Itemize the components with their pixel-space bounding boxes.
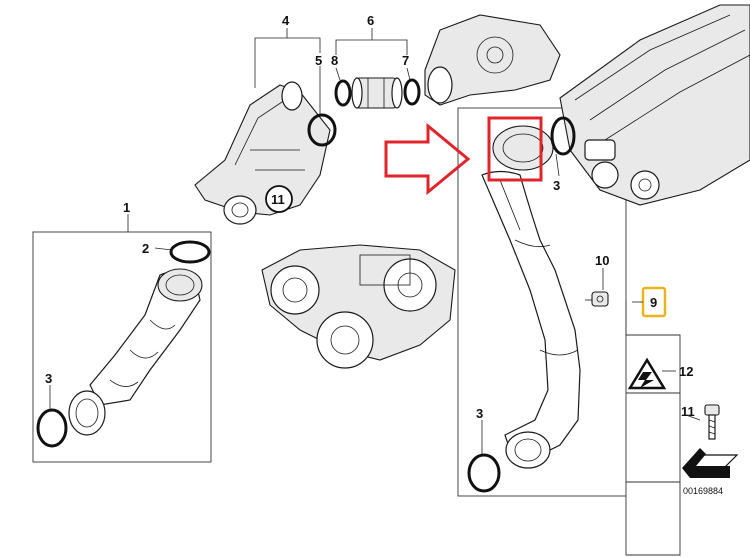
- callout-6: 6: [367, 13, 374, 28]
- frame-group-9: [625, 300, 681, 556]
- coupling-part-6: [351, 77, 403, 109]
- callout-9: 9: [650, 295, 657, 310]
- engine-block: [559, 4, 750, 206]
- highlight-box-red: [487, 116, 543, 182]
- turbo-outlet-top: [424, 14, 561, 106]
- callout-3-top: 3: [553, 178, 560, 193]
- callout-10: 10: [595, 253, 609, 268]
- reference-number: 00169884: [683, 486, 723, 496]
- callout-11-top: 11: [271, 192, 285, 207]
- callout-11-circle: [265, 185, 293, 213]
- turbocharger: [261, 244, 456, 369]
- screw-part-11: [704, 404, 720, 440]
- warning-label-part-12: [627, 357, 667, 390]
- intake-part-4: [194, 81, 331, 225]
- callout-4: 4: [282, 13, 290, 28]
- callout-3-bottom: 3: [476, 406, 483, 421]
- ring-part-2: [169, 240, 211, 264]
- ring-part-3-top: [550, 116, 576, 156]
- leader-lines: [49, 28, 701, 454]
- ring-part-3-bottom: [467, 453, 501, 493]
- callout-3-left: 3: [45, 371, 52, 386]
- callout-5: 5: [315, 53, 322, 68]
- bolt-icon: [638, 372, 654, 388]
- direction-symbol: [682, 448, 739, 478]
- hose-right: [481, 125, 581, 469]
- ring-part-3-left: [36, 408, 68, 448]
- ring-part-7: [403, 78, 421, 106]
- callout-12: 12: [679, 364, 693, 379]
- arrow-right-icon: [384, 122, 471, 196]
- ring-part-5: [307, 113, 337, 147]
- sensor-part-10: [585, 291, 609, 307]
- frame-left-group: [32, 231, 212, 463]
- callout-1: 1: [123, 200, 130, 215]
- hose-part-1: [68, 268, 203, 436]
- callout-7: 7: [402, 53, 409, 68]
- callout-8: 8: [331, 53, 338, 68]
- callout-11-right: 11: [681, 404, 695, 419]
- callout-2: 2: [142, 241, 149, 256]
- ring-part-8: [334, 79, 352, 107]
